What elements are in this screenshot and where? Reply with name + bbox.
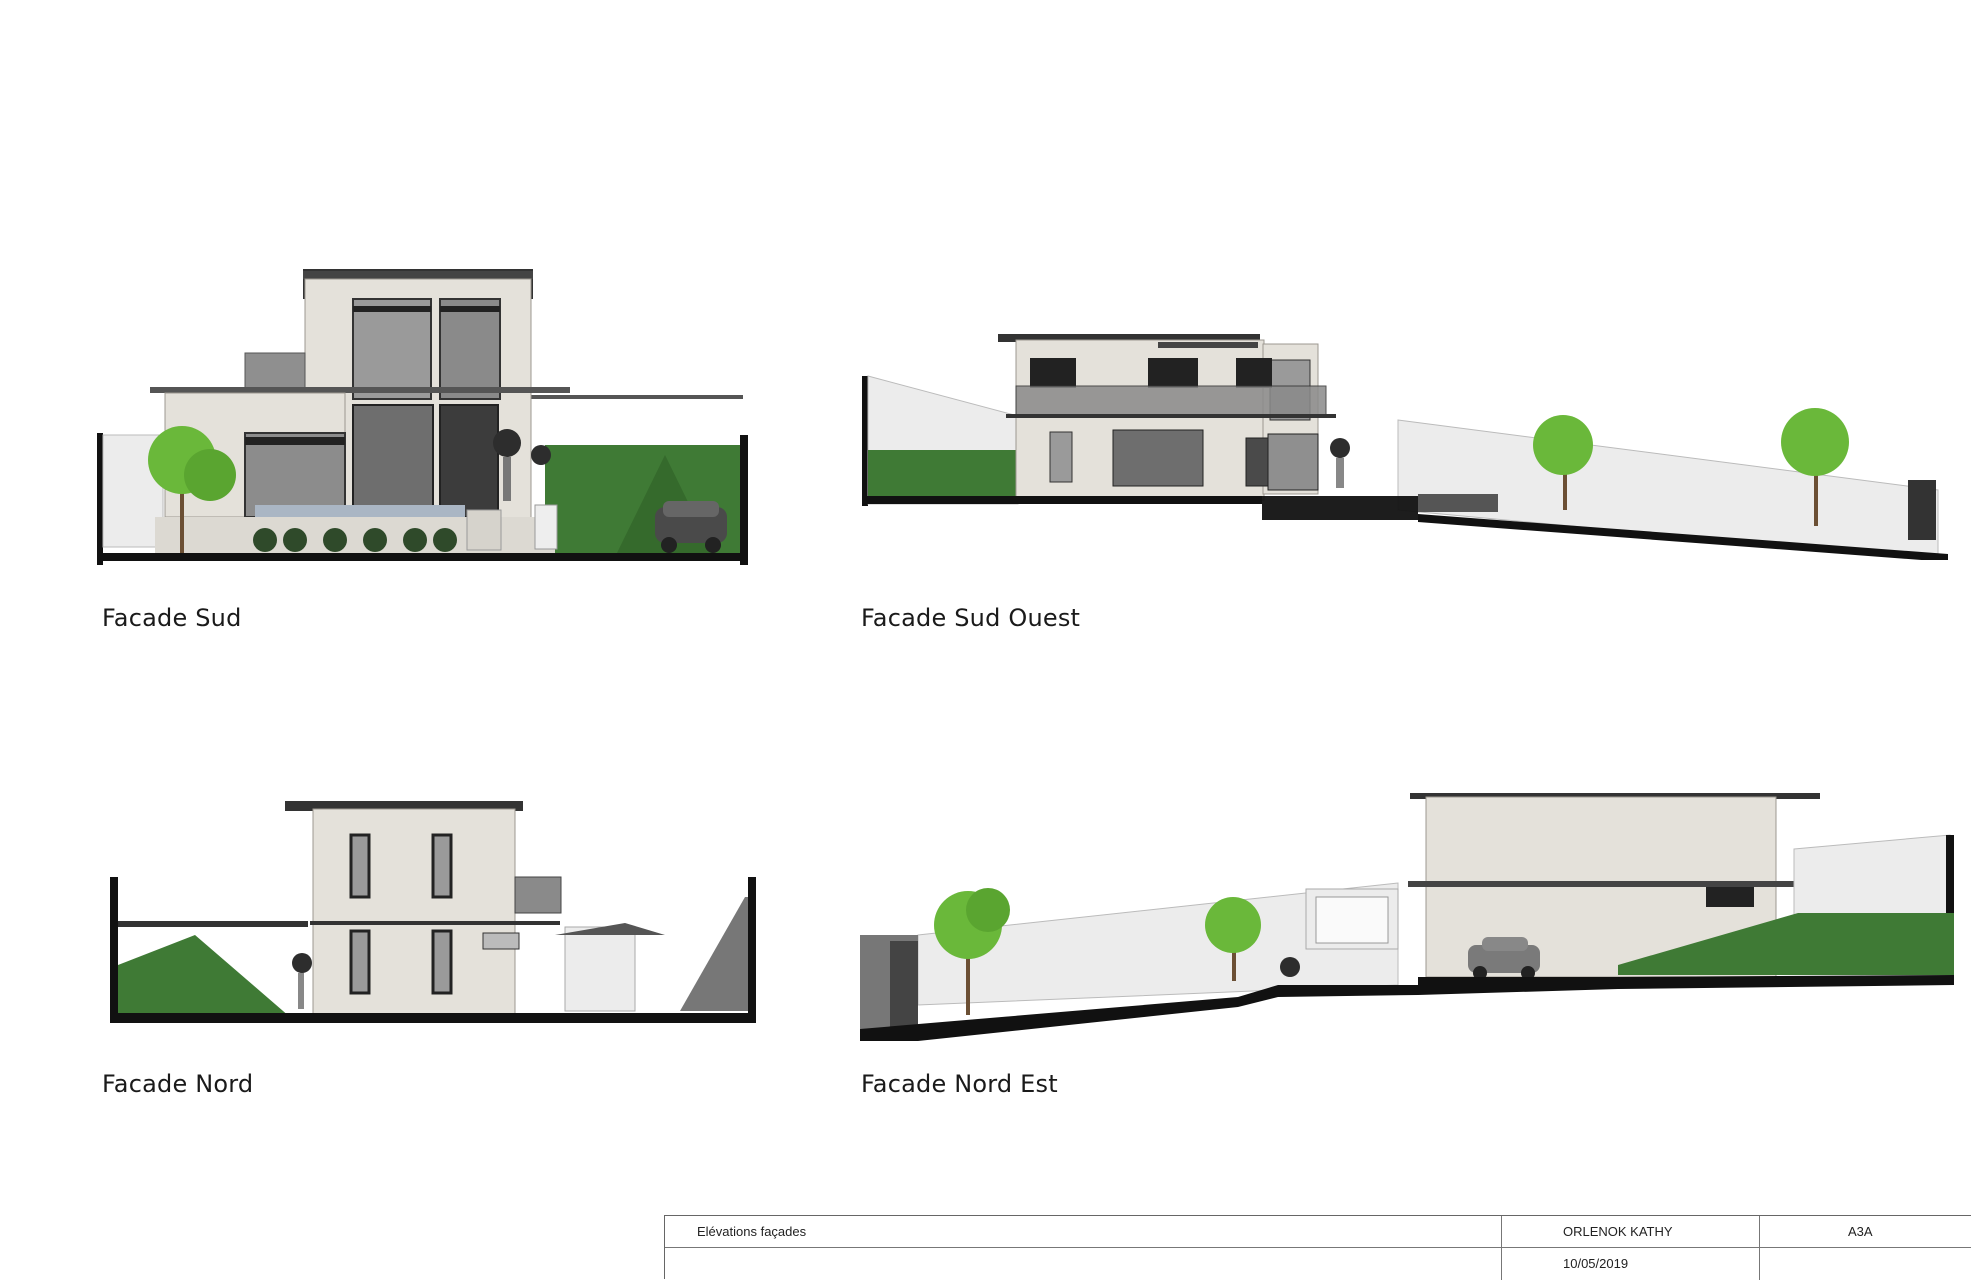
caption-facade-nord: Facade Nord <box>102 1070 254 1098</box>
caption-facade-sud-ouest: Facade Sud Ouest <box>861 604 1081 632</box>
facade-nord-est-drawing <box>860 793 1954 1041</box>
facade-nord-drawing <box>110 801 756 1023</box>
facade-sud-ouest-drawing <box>862 334 1948 560</box>
title-block-divider-col2 <box>1759 1216 1760 1280</box>
elevation-facade-sud-ouest <box>858 330 1948 560</box>
elevation-facade-nord-est <box>858 785 1958 1045</box>
title-block-divider-horizontal <box>665 1247 1971 1248</box>
facade-sud-drawing <box>97 269 748 565</box>
author-name: ORLENOK KATHY <box>1563 1224 1673 1239</box>
title-block-divider-col1 <box>1501 1216 1502 1280</box>
sheet-number: A3A <box>1848 1224 1873 1239</box>
caption-facade-sud: Facade Sud <box>102 604 242 632</box>
title-block: Elévations façades ORLENOK KATHY A3A 10/… <box>664 1215 1971 1280</box>
drawing-date: 10/05/2019 <box>1563 1256 1629 1271</box>
drawing-title: Elévations façades <box>697 1224 807 1239</box>
elevation-facade-nord <box>95 795 815 1035</box>
caption-facade-nord-est: Facade Nord Est <box>861 1070 1058 1098</box>
elevation-facade-sud <box>95 265 755 575</box>
